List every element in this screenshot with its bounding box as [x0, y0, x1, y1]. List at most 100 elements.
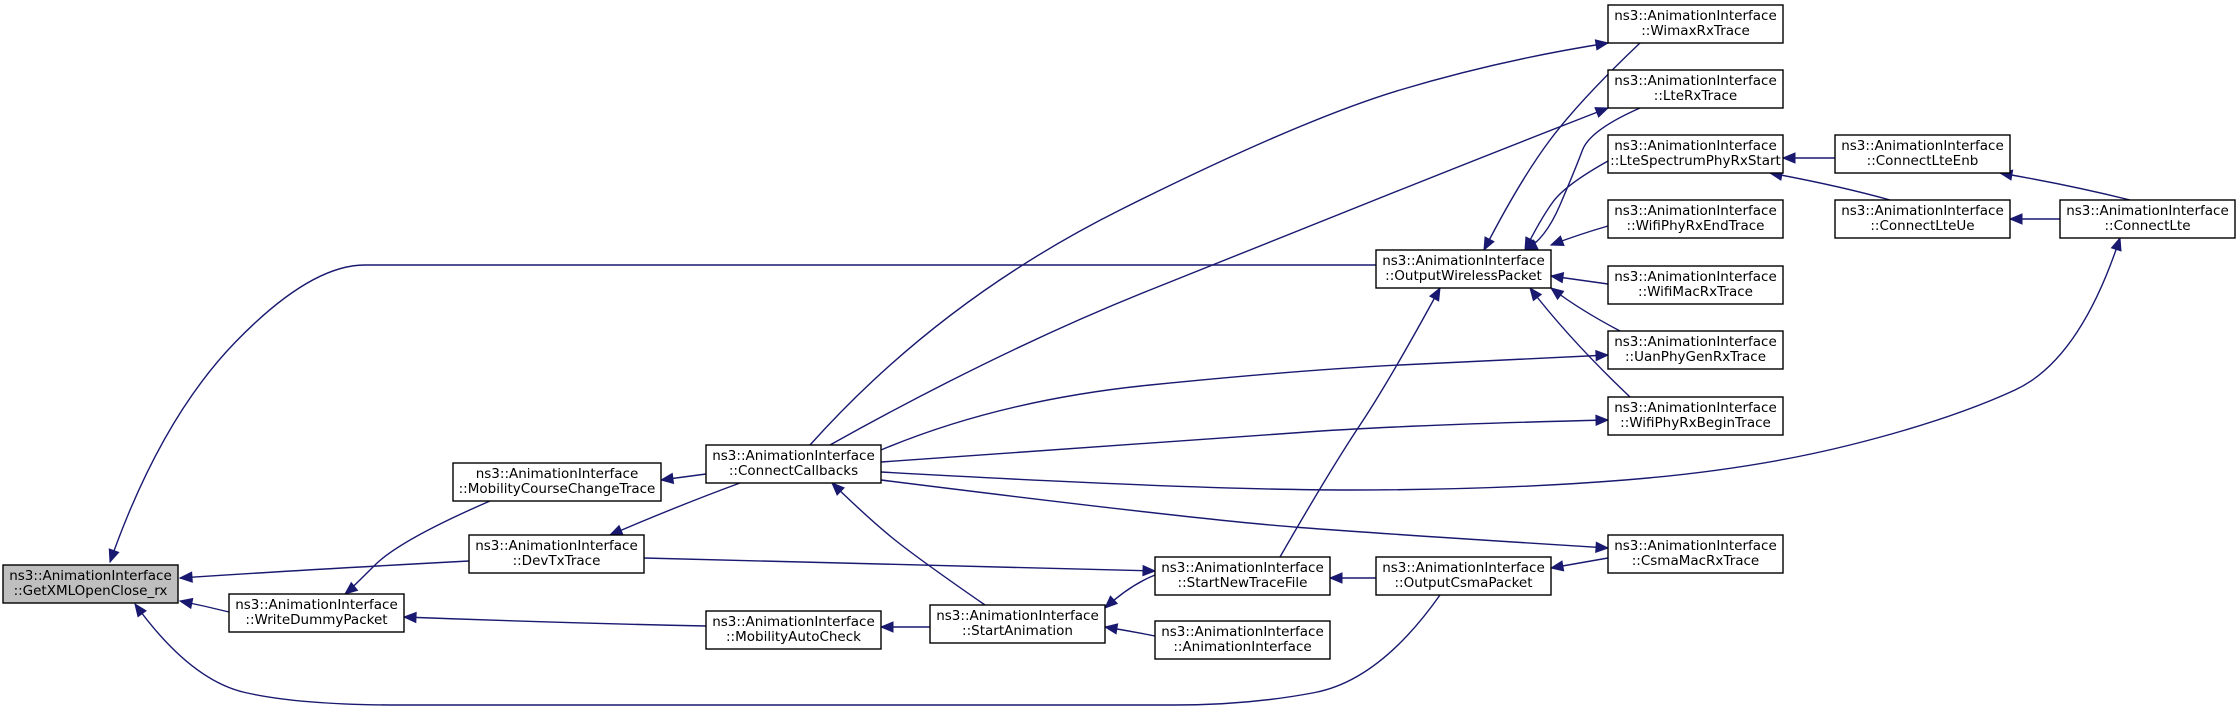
node-namespace-label: ns3::AnimationInterface [712, 448, 875, 464]
node-uan-phy[interactable]: ns3::AnimationInterface::UanPhyGenRxTrac… [1607, 330, 1784, 370]
arrowhead-icon [2008, 213, 2023, 225]
arrowhead-icon [402, 611, 417, 624]
node-namespace-label: ns3::AnimationInterface [1614, 538, 1777, 554]
edge-line [809, 42, 1609, 446]
node-namespace-label: ns3::AnimationInterface [476, 466, 639, 482]
node-namespace-label: ns3::AnimationInterface [9, 568, 172, 584]
node-connect-lte[interactable]: ns3::AnimationInterface::ConnectLte [2059, 199, 2236, 239]
edge-line [643, 557, 1156, 572]
arrowhead-icon [831, 482, 845, 496]
node-namespace-label: ns3::AnimationInterface [1614, 400, 1777, 416]
node-box [1607, 330, 1784, 370]
node-connect-callbacks[interactable]: ns3::AnimationInterface::ConnectCallback… [705, 444, 882, 484]
edge-line [831, 482, 986, 606]
arrowhead-icon [1549, 235, 1565, 246]
edge-line [609, 482, 741, 536]
node-connect-lte-enb[interactable]: ns3::AnimationInterface::ConnectLteEnb [1834, 134, 2011, 174]
node-box [1607, 69, 1784, 109]
edge-uan_phy-to-output_wireless [1549, 287, 1621, 332]
edge-devtx-to-root [178, 560, 470, 583]
node-namespace-label: ns3::AnimationInterface [712, 614, 875, 630]
node-output-csma[interactable]: ns3::AnimationInterface::OutputCsmaPacke… [1375, 556, 1552, 596]
node-box [1607, 199, 1784, 239]
edge-devtx-to-start_new_trace [643, 557, 1157, 577]
edge-line [829, 107, 1609, 446]
edge-write_dummy-to-root [178, 597, 230, 613]
arrowhead-icon [1594, 107, 1610, 118]
node-lte-spectrum[interactable]: ns3::AnimationInterface::LteSpectrumPhyR… [1607, 134, 1784, 174]
node-namespace-label: ns3::AnimationInterface [936, 608, 1099, 624]
node-namespace-label: ns3::AnimationInterface [1614, 203, 1777, 219]
arrowhead-icon [1142, 564, 1157, 577]
edge-connect_callbacks-to-wimax_rx [809, 39, 1610, 446]
node-devtx[interactable]: ns3::AnimationInterface::DevTxTrace [468, 534, 645, 574]
node-method-label: ::GetXMLOpenClose_rx [14, 583, 168, 599]
edge-start_animation-to-connect_callbacks [831, 482, 986, 606]
node-lte-rx[interactable]: ns3::AnimationInterface::LteRxTrace [1607, 69, 1784, 109]
arrowhead-icon [1104, 595, 1119, 609]
node-method-label: ::WifiPhyRxEndTrace [1627, 218, 1765, 234]
node-namespace-label: ns3::AnimationInterface [1841, 203, 2004, 219]
edge-wifi_phy_end-to-output_wireless [1549, 225, 1609, 246]
edge-line [109, 264, 1376, 563]
nodes-layer: ns3::AnimationInterface::GetXMLOpenClose… [2, 4, 2236, 660]
edge-mobility_course-to-root [343, 500, 491, 595]
edge-start_animation-to-mobility_auto [879, 621, 930, 633]
arrowhead-icon [1328, 572, 1343, 584]
node-start-animation[interactable]: ns3::AnimationInterface::StartAnimation [929, 604, 1106, 644]
node-box [1154, 620, 1331, 660]
node-write-dummy[interactable]: ns3::AnimationInterface::WriteDummyPacke… [228, 593, 405, 633]
node-method-label: ::AnimationInterface [1173, 639, 1311, 655]
node-box [705, 444, 882, 484]
node-mobility-auto[interactable]: ns3::AnimationInterface::MobilityAutoChe… [705, 610, 882, 650]
edge-connect_lte-to-connect_lte_enb [1998, 169, 2131, 201]
node-box [1607, 265, 1784, 305]
node-method-label: ::ConnectLteUe [1870, 218, 1974, 234]
edge-output_csma-to-root [134, 594, 1441, 706]
node-method-label: ::ConnectCallbacks [729, 463, 858, 479]
node-wifi-mac-rx[interactable]: ns3::AnimationInterface::WifiMacRxTrace [1607, 265, 1784, 305]
edge-line [1769, 172, 1891, 201]
edge-connect_callbacks-to-csma_mac_rx [880, 479, 1610, 553]
edge-line [403, 616, 707, 627]
edge-connect_lte_ue-to-lte_spectrum [1768, 169, 1891, 201]
node-mobility-course[interactable]: ns3::AnimationInterface::MobilityCourseC… [452, 462, 662, 502]
node-connect-lte-ue[interactable]: ns3::AnimationInterface::ConnectLteUe [1834, 199, 2011, 239]
node-method-label: ::WriteDummyPacket [245, 612, 387, 628]
node-wimax-rx[interactable]: ns3::AnimationInterface::WimaxRxTrace [1607, 4, 1784, 44]
node-method-label: ::StartNewTraceFile [1178, 575, 1308, 591]
edge-line [179, 560, 470, 579]
node-csma-mac-rx[interactable]: ns3::AnimationInterface::CsmaMacRxTrace [1607, 534, 1784, 574]
node-box [452, 462, 662, 502]
edge-connect_callbacks-to-uan_phy [880, 349, 1610, 451]
node-anim-ctor[interactable]: ns3::AnimationInterface::AnimationInterf… [1154, 620, 1331, 660]
node-namespace-label: ns3::AnimationInterface [1382, 560, 1545, 576]
arrowhead-icon [1595, 349, 1610, 362]
node-namespace-label: ns3::AnimationInterface [1382, 253, 1545, 269]
arrowhead-icon [1529, 286, 1543, 302]
edge-connect_callbacks-to-connect_lte [880, 236, 2122, 491]
node-wifi-phy-begin[interactable]: ns3::AnimationInterface::WifiPhyRxBeginT… [1607, 396, 1784, 436]
arrowhead-icon [178, 597, 194, 610]
node-box [1607, 396, 1784, 436]
edges-layer [108, 39, 2131, 706]
node-namespace-label: ns3::AnimationInterface [2066, 203, 2229, 219]
arrowhead-icon [1549, 272, 1565, 284]
node-output-wireless[interactable]: ns3::AnimationInterface::OutputWirelessP… [1375, 249, 1552, 289]
edge-mobility_auto-to-write_dummy [402, 611, 707, 627]
arrowhead-icon [2110, 236, 2122, 252]
node-method-label: ::ConnectLte [2104, 218, 2190, 234]
node-namespace-label: ns3::AnimationInterface [1614, 269, 1777, 285]
node-method-label: ::MobilityAutoCheck [726, 629, 861, 645]
edge-wifi_phy_begin-to-output_wireless [1529, 286, 1631, 398]
node-box [1607, 134, 1784, 174]
arrowhead-icon [659, 472, 675, 485]
edge-output_wireless-to-root [108, 264, 1376, 564]
node-wifi-phy-end[interactable]: ns3::AnimationInterface::WifiPhyRxEndTra… [1607, 199, 1784, 239]
edge-connect_callbacks-to-wifi_phy_begin [880, 414, 1610, 463]
edge-output_csma-to-start_new_trace [1328, 572, 1376, 584]
arrowhead-icon [1595, 541, 1610, 553]
node-namespace-label: ns3::AnimationInterface [1614, 334, 1777, 350]
node-start-new-trace[interactable]: ns3::AnimationInterface::StartNewTraceFi… [1154, 556, 1331, 596]
node-box [1375, 556, 1552, 596]
